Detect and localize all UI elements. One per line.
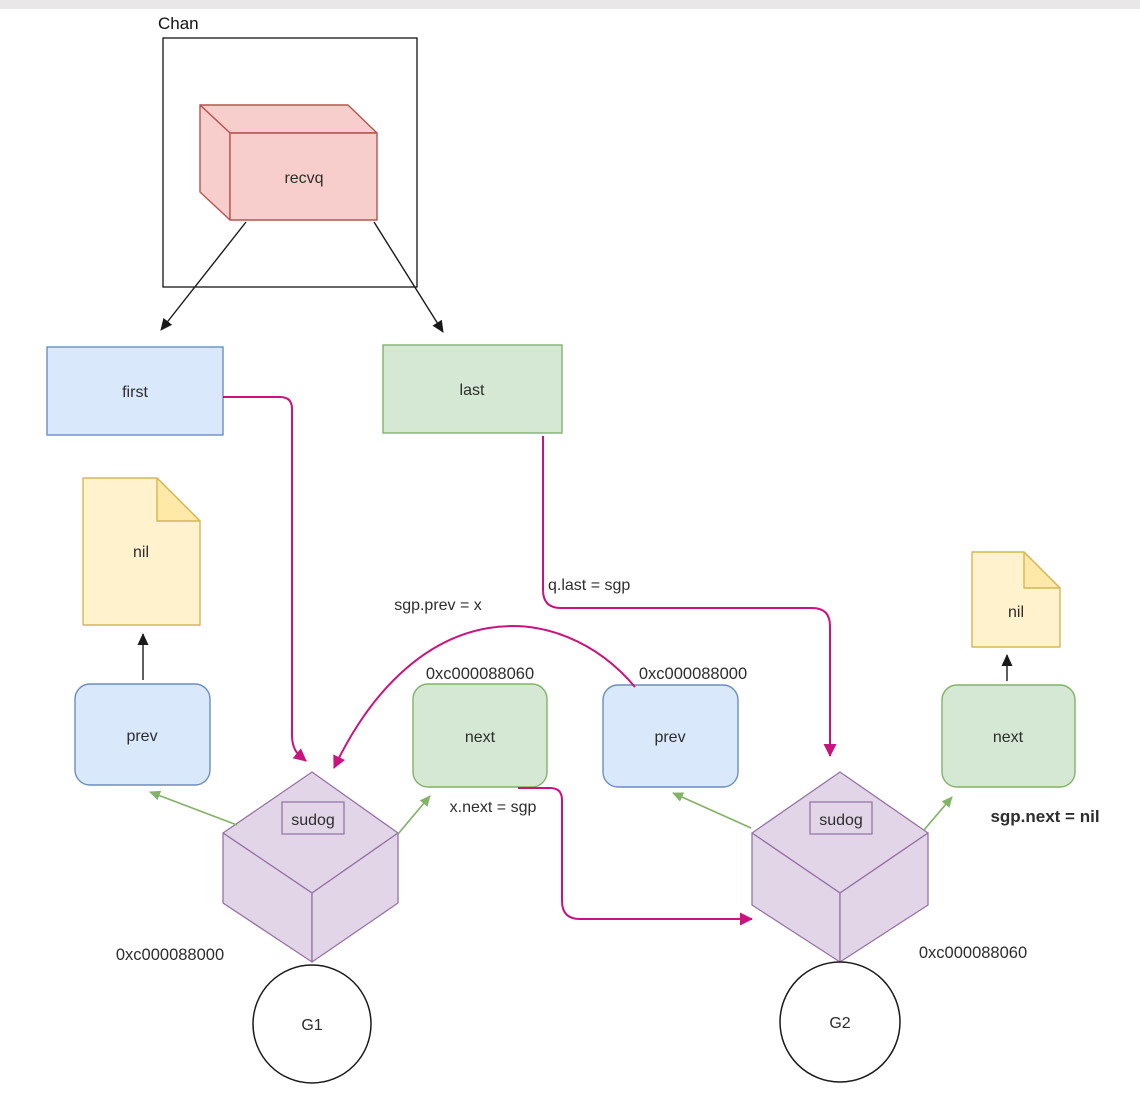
prev-box-left — [74, 683, 211, 786]
edge-q-last-label: q.last = sgp — [548, 577, 630, 594]
addr-label-sudog-right: 0xc000088060 — [919, 944, 1027, 962]
next-label-right: next — [993, 729, 1024, 746]
last-label: last — [460, 382, 485, 399]
arrow-recvq-last — [373, 221, 444, 333]
nil-note-right-fold — [1023, 551, 1061, 589]
next-box-left — [412, 683, 548, 788]
sudog-left-right-face — [311, 832, 399, 963]
addr-label-sudog-left: 0xc000088000 — [116, 946, 224, 964]
first-label: first — [122, 384, 148, 401]
edge-sudog-right-to-next — [923, 796, 953, 831]
recvq-front-face — [229, 132, 378, 221]
addr-label-next-left: 0xc000088060 — [426, 665, 534, 683]
addr-label-prev-right: 0xc000088000 — [639, 665, 747, 683]
prev-label-right: prev — [654, 729, 685, 746]
next-box-right — [941, 684, 1076, 788]
sudog-label-right: sudog — [819, 812, 863, 829]
next-label-left: next — [465, 729, 496, 746]
prev-label-left: prev — [126, 728, 157, 745]
nil-note-left-fold — [156, 477, 201, 522]
recvq-top-face — [199, 104, 378, 134]
sudog-tag-right — [809, 801, 873, 835]
edge-x-next — [518, 787, 753, 926]
g1-label: G1 — [301, 1017, 322, 1034]
edge-sudog-right-to-prev — [672, 792, 752, 829]
sudog-right-right-face — [839, 832, 929, 963]
chan-label: Chan — [158, 14, 199, 33]
edge-first-to-sudog — [223, 396, 307, 762]
edge-sgp-next-label: sgp.next = nil — [990, 807, 1099, 826]
chan-container — [162, 37, 418, 288]
edge-q-last — [542, 436, 837, 757]
edge-sudog-left-to-next — [397, 795, 431, 835]
nil-note-right: nil — [971, 551, 1061, 648]
edge-sgp-prev-label: sgp.prev = x — [394, 597, 482, 614]
arrow-recvq-first — [160, 221, 247, 331]
first-box — [46, 346, 224, 436]
last-box — [382, 344, 563, 434]
goroutine-circle-g1 — [252, 964, 372, 1084]
nil-label-left: nil — [133, 544, 149, 561]
nil-label-right: nil — [1008, 604, 1024, 621]
nil-note-left: nil — [82, 477, 201, 626]
sudog-tag-left — [281, 801, 345, 835]
nil-note-right-body — [971, 551, 1061, 648]
prev-box-right — [602, 684, 739, 788]
goroutine-circle-g2 — [779, 961, 901, 1083]
recvq-box: recvq — [199, 104, 378, 221]
sudog-label-left: sudog — [291, 812, 335, 829]
top-border-band — [0, 0, 1140, 9]
edge-x-next-label: x.next = sgp — [450, 799, 537, 816]
g2-label: G2 — [829, 1015, 850, 1032]
recvq-label: recvq — [284, 170, 323, 187]
edge-sgp-prev — [333, 625, 636, 769]
sudog-cube-right: sudog — [751, 771, 929, 963]
sudog-cube-left: sudog — [222, 771, 399, 963]
edge-sudog-left-to-prev — [149, 790, 238, 826]
